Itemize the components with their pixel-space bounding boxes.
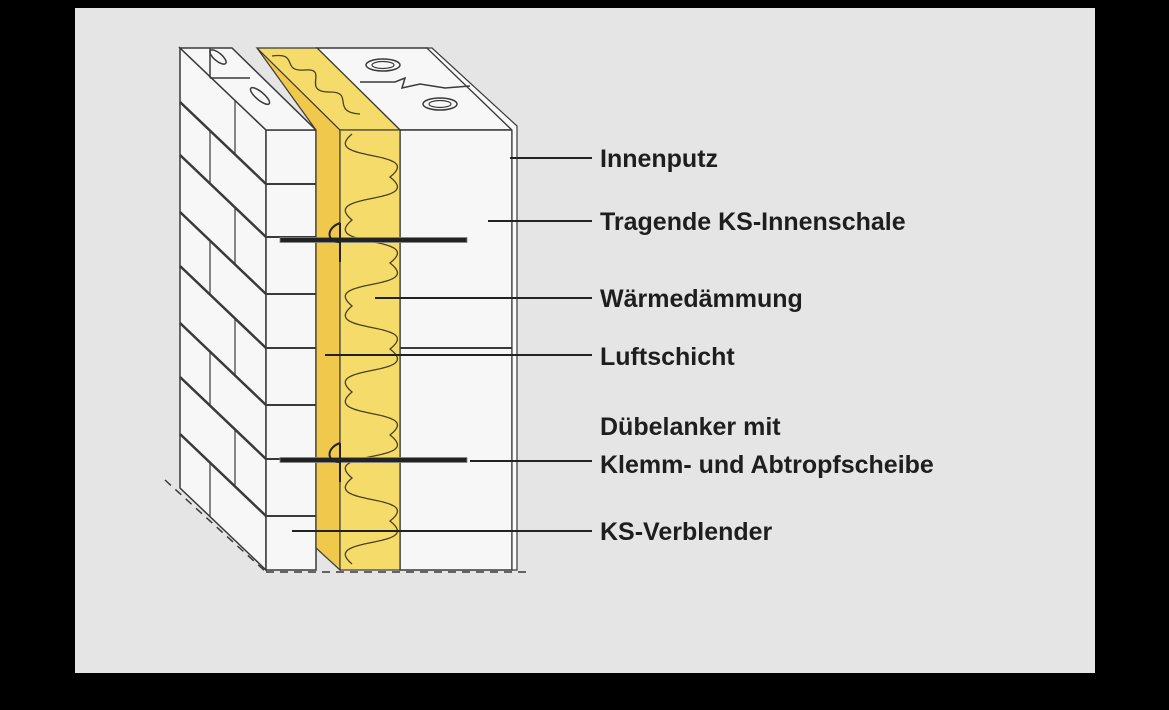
brick-course-joint-side — [179, 376, 267, 460]
label-text: Innenputz — [600, 145, 718, 173]
wall-drawing — [164, 46, 530, 573]
drip-disc-icon — [328, 442, 341, 482]
label-duebelanker: Dübelanker mit Klemm- und Abtropfscheibe — [600, 413, 934, 479]
insulation-wave-top — [271, 54, 361, 115]
label-text: Luftschicht — [600, 343, 735, 371]
leader-lines — [292, 157, 592, 532]
block-hole-inner — [428, 99, 452, 109]
block-hole — [365, 58, 401, 72]
label-luftschicht: Luftschicht — [600, 343, 735, 371]
label-innenschale: Tragende KS-Innenschale — [600, 208, 906, 236]
brick-course-joint-side — [179, 211, 267, 295]
plaster-layer — [425, 47, 518, 571]
label-verblender: KS-Verblender — [600, 518, 773, 546]
label-text-line1: Dübelanker mit — [600, 413, 781, 441]
brick-hole — [209, 49, 227, 65]
brick-course-joint-side — [179, 154, 267, 238]
label-text-line2: Klemm- und Abtropfscheibe — [600, 451, 934, 479]
brick-course-joint-side — [179, 101, 267, 185]
insulation-front-face — [339, 129, 401, 571]
brick-course-joint-side — [179, 433, 267, 517]
label-text: KS-Verblender — [600, 518, 773, 546]
wall-anchor-icon — [279, 237, 468, 243]
label-innenputz: Innenputz — [600, 145, 718, 173]
drip-disc-icon — [328, 222, 341, 262]
brick-hole — [249, 86, 271, 106]
ground-dashed-line — [164, 479, 267, 573]
outer-leaf-side-face — [179, 46, 267, 572]
label-waermedaemmung: Wärmedämmung — [600, 285, 803, 313]
block-joint-jagged — [360, 76, 471, 90]
insulation-wave-pattern — [344, 133, 399, 565]
block-hole-inner — [371, 60, 395, 70]
brick-course-joint-side — [179, 265, 267, 349]
block-hole — [422, 97, 458, 111]
wall-anchor-icon — [279, 457, 468, 463]
brick-course-joint-side — [179, 322, 267, 406]
inner-leaf-front-face — [399, 129, 513, 571]
label-text: Tragende KS-Innenschale — [600, 208, 906, 236]
label-text: Wärmedämmung — [600, 285, 803, 313]
outer-leaf-front-face — [265, 129, 317, 571]
